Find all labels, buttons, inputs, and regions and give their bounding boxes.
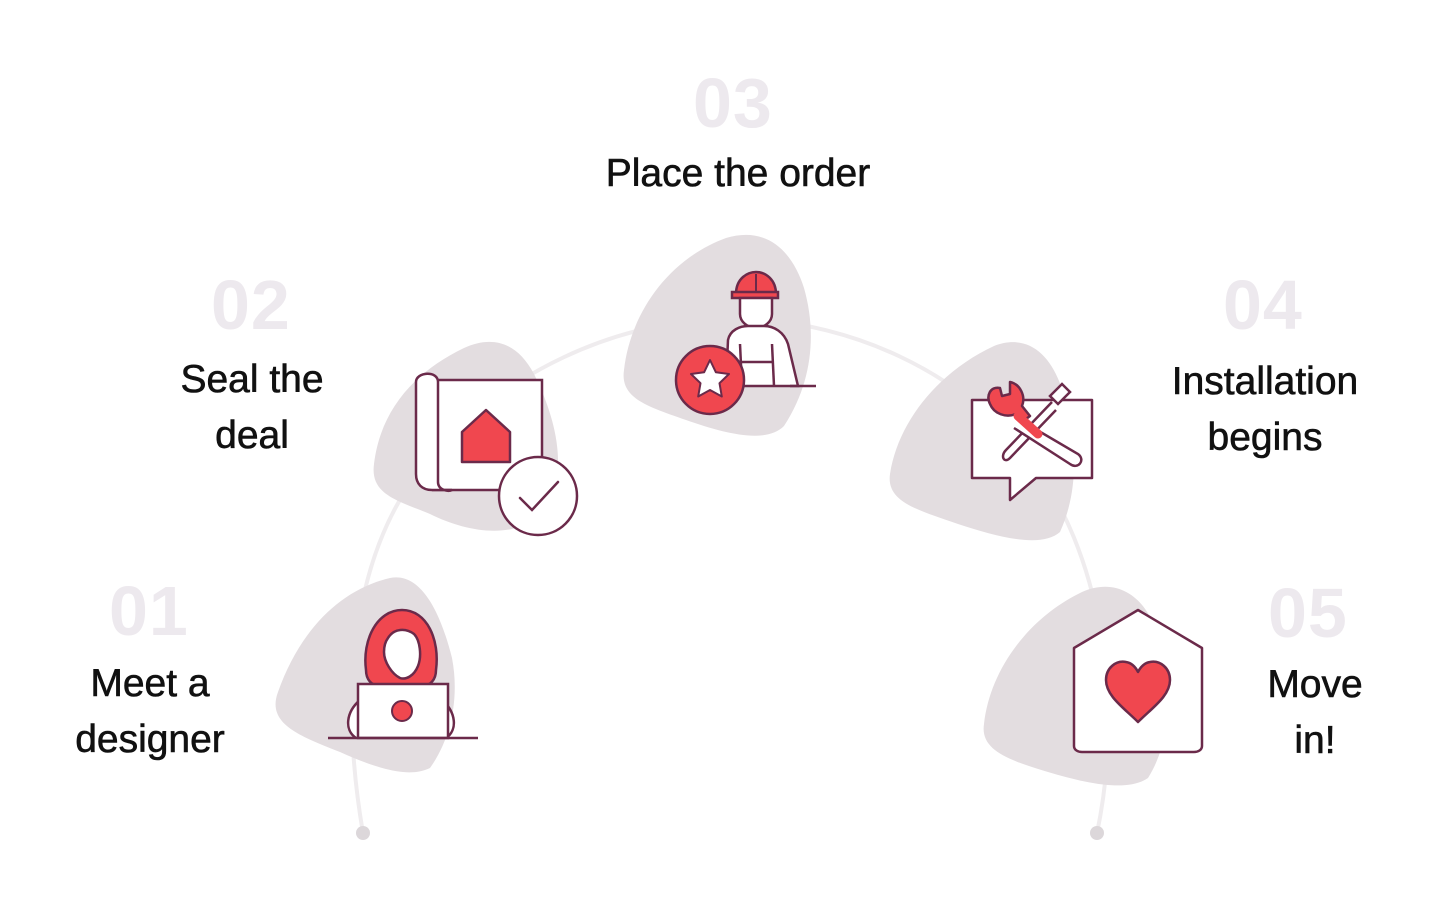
step-number: 03: [693, 64, 773, 142]
step-title-line-1: Place the order: [605, 152, 871, 196]
step-title-line-1: Seal the: [180, 358, 324, 402]
designer-at-laptop-icon: [328, 608, 478, 740]
blueprint-checkmark-icon: [414, 372, 579, 537]
step-title-line-2: begins: [1207, 416, 1323, 460]
arc-start-dot: [356, 826, 370, 840]
step-number: 01: [109, 572, 189, 650]
step-title-line-1: Meet a: [90, 662, 210, 706]
step-title-line-2: deal: [215, 414, 289, 458]
step-title-line-2: in!: [1294, 719, 1336, 763]
step-number: 04: [1223, 266, 1303, 344]
step-title-line-2: designer: [75, 718, 225, 762]
arc-end-dot: [1090, 826, 1104, 840]
step-number: 02: [211, 266, 291, 344]
tools-speech-bubble-icon: [970, 380, 1094, 502]
house-heart-icon: [1072, 608, 1204, 754]
construction-worker-star-icon: [674, 270, 816, 416]
step-title-line-1: Move: [1267, 663, 1363, 707]
step-number: 05: [1268, 574, 1348, 652]
step-title-line-1: Installation: [1171, 360, 1359, 404]
